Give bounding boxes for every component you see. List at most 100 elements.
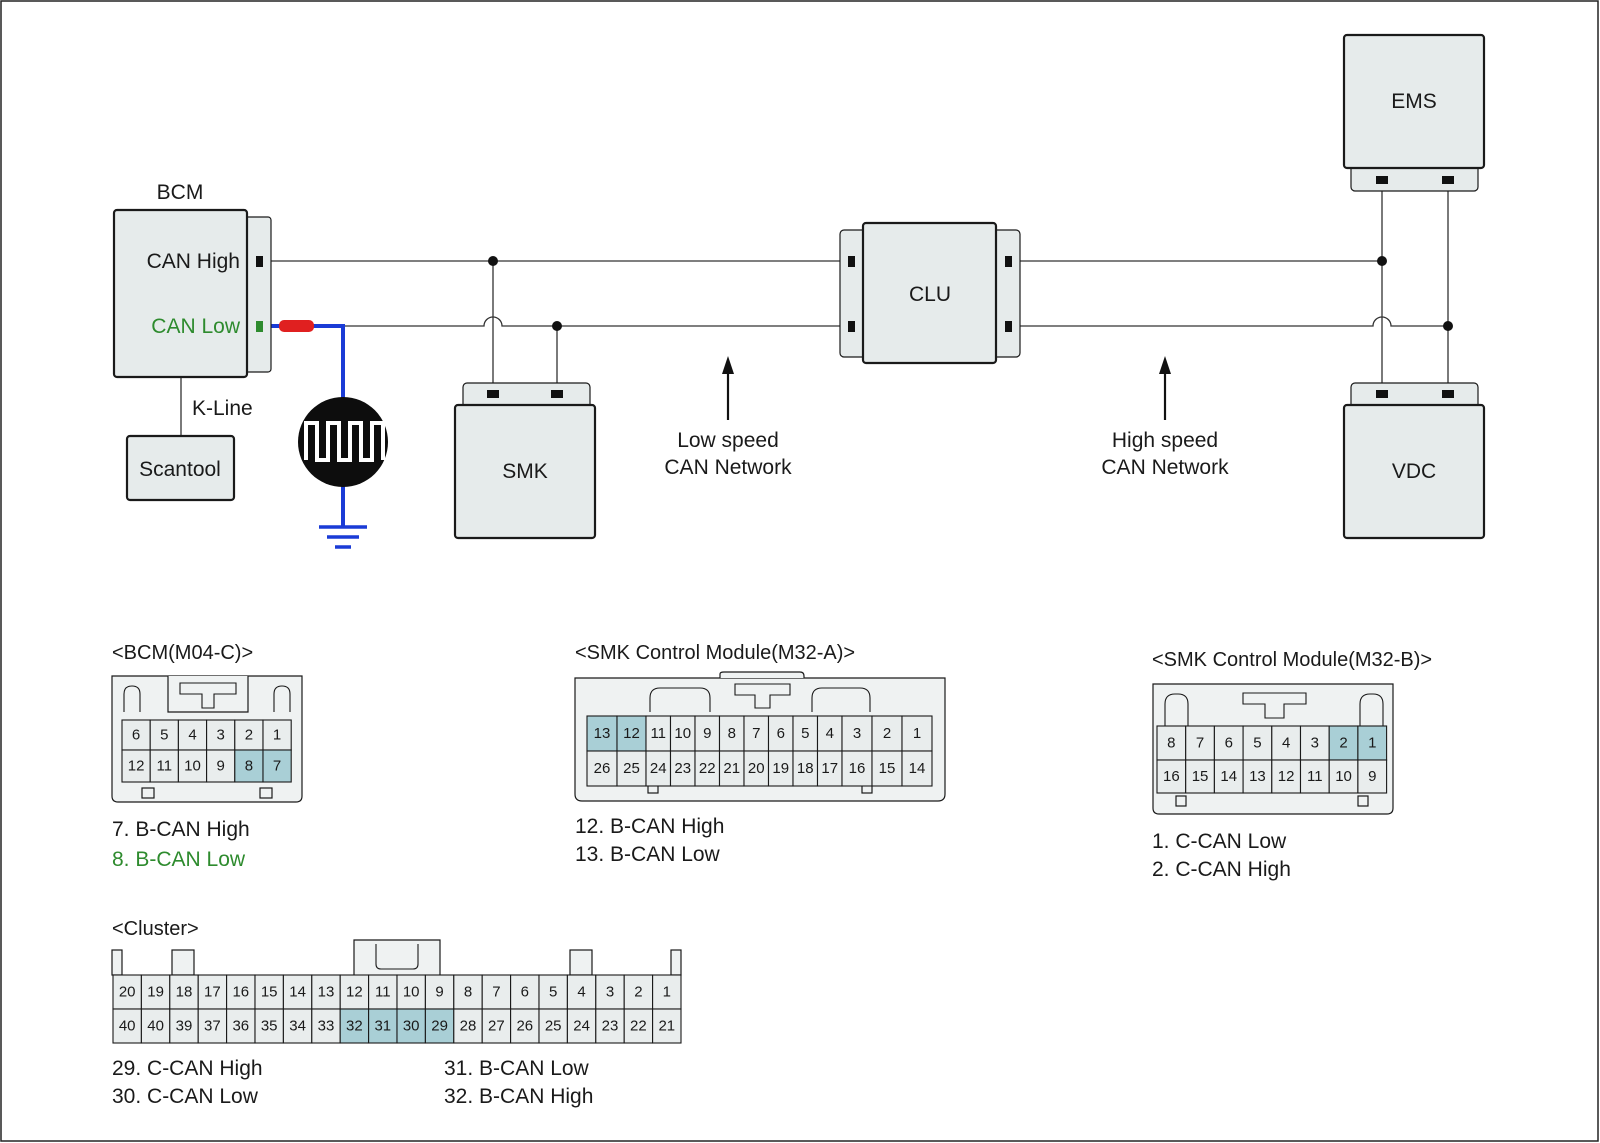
smk-a-connector-title: <SMK Control Module(M32-A)> xyxy=(575,642,855,664)
bcm-connector-latch xyxy=(167,676,249,713)
square-wave-icon xyxy=(304,421,385,462)
clu-box xyxy=(861,221,998,365)
pin-number: 7 xyxy=(273,758,281,775)
vdc-pin-low xyxy=(1442,390,1454,398)
pin-number: 11 xyxy=(157,758,173,775)
pin-cell xyxy=(792,750,819,787)
pin-number: 8 xyxy=(728,725,736,742)
bcm-can-high-pin xyxy=(256,256,263,267)
low-speed-label-line2: CAN Network xyxy=(664,456,792,479)
smk-a-pin-desc-2: 13. B-CAN Low xyxy=(575,843,721,866)
pin-number: 25 xyxy=(545,1018,562,1035)
pin-cell xyxy=(871,750,903,787)
smk-b-guide-left xyxy=(1164,693,1189,726)
pin-number: 39 xyxy=(176,1018,193,1035)
pin-cell xyxy=(841,715,873,752)
pin-number: 12 xyxy=(346,984,363,1001)
pin-cell xyxy=(1328,759,1359,794)
pin-cell xyxy=(538,974,568,1010)
bcm-label: BCM xyxy=(157,181,204,204)
pin-number: 16 xyxy=(1163,768,1180,785)
vdc-pin-high xyxy=(1376,390,1388,398)
pin-number: 5 xyxy=(1253,735,1261,752)
pin-number: 4 xyxy=(1282,735,1290,752)
pin-cell xyxy=(112,1008,142,1044)
pin-number: 29 xyxy=(431,1018,448,1035)
pin-number: 35 xyxy=(261,1018,278,1035)
pin-number: 19 xyxy=(147,984,164,1001)
pin-number: 36 xyxy=(232,1018,249,1035)
vdc-label: VDC xyxy=(1392,460,1436,483)
pin-number: 30 xyxy=(403,1018,420,1035)
pin-cell xyxy=(616,750,647,787)
smk-b-connector-title: <SMK Control Module(M32-B)> xyxy=(1152,649,1432,671)
pin-number: 31 xyxy=(374,1018,391,1035)
pin-number: 10 xyxy=(1335,768,1352,785)
ccan-high-junction xyxy=(1377,256,1387,266)
pin-cell xyxy=(311,1008,341,1044)
pin-number: 9 xyxy=(703,725,711,742)
pin-cell xyxy=(396,974,426,1010)
clu-label: CLU xyxy=(909,283,951,306)
pin-number: 26 xyxy=(594,760,611,777)
pin-number: 19 xyxy=(772,760,789,777)
pin-number: 24 xyxy=(650,760,667,777)
pin-number: 2 xyxy=(634,984,642,1001)
pin-number: 5 xyxy=(549,984,557,1001)
pin-cell xyxy=(816,750,843,787)
pin-cell xyxy=(1299,725,1330,761)
pin-cell xyxy=(743,715,770,752)
cluster-tab-left xyxy=(111,949,123,976)
pin-cell xyxy=(140,1008,171,1044)
pin-number: 37 xyxy=(204,1018,221,1035)
bcm-guide-left xyxy=(123,685,141,712)
pin-number: 7 xyxy=(492,984,500,1001)
smk-a-connector-latch xyxy=(719,671,805,678)
pin-number: 10 xyxy=(403,984,420,1001)
pin-number: 17 xyxy=(204,984,221,1001)
high-speed-arrow-head xyxy=(1159,356,1171,374)
smk-a-pin-desc-1: 12. B-CAN High xyxy=(575,815,724,838)
ems-module: EMS xyxy=(1342,33,1486,192)
pin-cell xyxy=(645,715,672,752)
smk-b-key-left xyxy=(1175,795,1187,807)
smk-b-pin-desc-1: 1. C-CAN Low xyxy=(1152,830,1287,853)
pin-number: 22 xyxy=(699,760,716,777)
pin-number: 15 xyxy=(879,760,896,777)
pin-cell xyxy=(140,974,171,1010)
smk-low-junction xyxy=(552,321,562,331)
pin-number: 2 xyxy=(245,727,253,744)
pin-number: 6 xyxy=(777,725,785,742)
pin-number: 33 xyxy=(318,1018,335,1035)
pin-number: 28 xyxy=(460,1018,477,1035)
pin-cell xyxy=(743,750,770,787)
pin-number: 2 xyxy=(883,725,891,742)
vdc-module: VDC xyxy=(1342,382,1486,540)
pin-number: 1 xyxy=(1368,735,1376,752)
smk-module: SMK xyxy=(453,382,597,540)
pin-cell xyxy=(206,719,236,751)
pin-cell xyxy=(339,974,370,1010)
bcm-can-low-label: CAN Low xyxy=(151,315,241,338)
pin-number: 2 xyxy=(1339,735,1347,752)
pin-number: 9 xyxy=(1368,768,1376,785)
bcm-latch-detail xyxy=(179,682,237,709)
pin-cell xyxy=(282,974,313,1010)
pin-cell xyxy=(652,1008,682,1044)
pin-number: 5 xyxy=(801,725,809,742)
pin-number: 23 xyxy=(602,1018,619,1035)
scantool-module: Scantool xyxy=(125,434,236,502)
pin-cell xyxy=(481,974,512,1010)
bcm-module: BCM CAN High CAN Low K-Line xyxy=(112,181,272,420)
high-speed-label-line1: High speed xyxy=(1112,429,1218,452)
pin-number: 4 xyxy=(188,727,196,744)
pin-number: 12 xyxy=(623,725,640,742)
pin-cell xyxy=(368,1008,398,1044)
scantool-label: Scantool xyxy=(139,458,221,481)
cluster-pin-desc-29: 29. C-CAN High xyxy=(112,1057,263,1080)
pin-cell xyxy=(1271,759,1302,794)
pin-number: 13 xyxy=(1249,768,1266,785)
